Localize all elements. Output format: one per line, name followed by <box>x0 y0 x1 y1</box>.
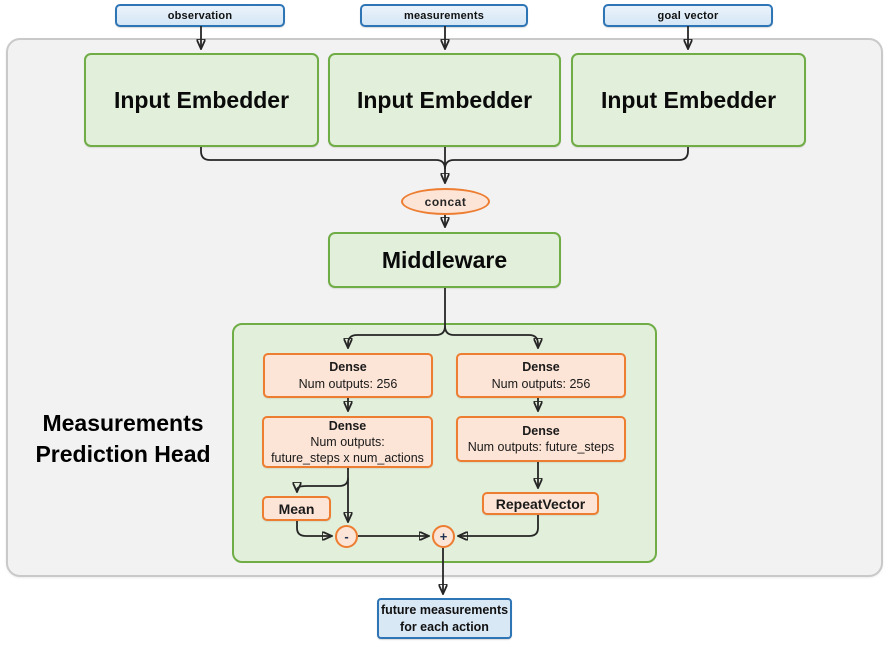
minus-sign: - <box>344 529 349 544</box>
caption-line-2: Prediction Head <box>35 441 211 468</box>
repeat-vector-label: RepeatVector <box>495 495 586 512</box>
add-node: + <box>432 525 455 548</box>
dense-subtitle: Num outputs: <box>310 434 385 449</box>
mean-node: Mean <box>262 496 331 521</box>
dense-left-1: Dense Num outputs: 256 <box>263 353 433 398</box>
dense-right-2: Dense Num outputs: future_steps <box>456 416 626 462</box>
concat-node: concat <box>401 188 490 215</box>
output-node: future measurements for each action <box>377 598 512 639</box>
subtract-node: - <box>335 525 358 548</box>
input-embedder-1: Input Embedder <box>84 53 319 147</box>
dense-title: Dense <box>329 360 367 375</box>
repeat-vector-node: RepeatVector <box>482 492 599 515</box>
middleware-node: Middleware <box>328 232 561 288</box>
dense-title: Dense <box>328 418 367 433</box>
concat-label: concat <box>424 194 467 209</box>
mean-label: Mean <box>278 500 315 517</box>
input-embedder-2: Input Embedder <box>328 53 561 147</box>
embedder-label: Input Embedder <box>356 86 533 113</box>
dense-right-1: Dense Num outputs: 256 <box>456 353 626 398</box>
embedder-label: Input Embedder <box>113 86 290 113</box>
dense-left-2: Dense Num outputs: future_steps x num_ac… <box>262 416 433 468</box>
output-line-1: future measurements <box>380 603 509 618</box>
plus-sign: + <box>439 529 448 544</box>
input-node-goal-vector: goal vector <box>603 4 773 27</box>
input-label: measurements <box>403 9 485 22</box>
dense-subtitle: Num outputs: 256 <box>298 376 398 391</box>
input-label: goal vector <box>657 9 719 22</box>
caption-line-1: Measurements <box>42 410 204 436</box>
prediction-head-caption: Measurements Prediction Head <box>16 408 230 470</box>
dense-subtitle: Num outputs: future_steps <box>467 440 615 454</box>
input-node-observation: observation <box>115 4 285 27</box>
embedder-label: Input Embedder <box>600 86 777 113</box>
dense-subtitle-2: future_steps x num_actions <box>271 451 424 466</box>
output-line-2: for each action <box>400 619 489 634</box>
input-label: observation <box>167 9 233 22</box>
input-node-measurements: measurements <box>360 4 528 27</box>
middleware-label: Middleware <box>381 246 508 273</box>
dense-title: Dense <box>522 360 560 375</box>
dense-subtitle: Num outputs: 256 <box>491 376 591 391</box>
dense-title: Dense <box>522 423 560 438</box>
input-embedder-3: Input Embedder <box>571 53 806 147</box>
